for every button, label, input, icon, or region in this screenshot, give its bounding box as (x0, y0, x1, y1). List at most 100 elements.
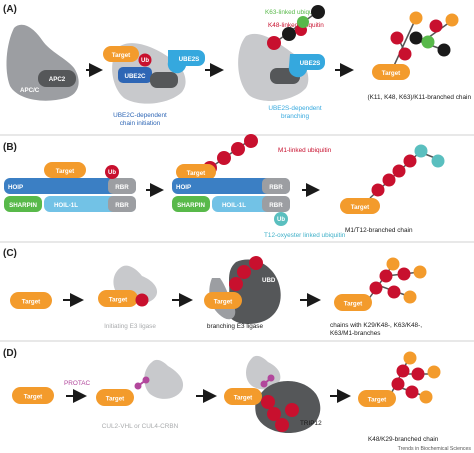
t12-label: T12-oxyester linked ubiquitin (264, 232, 346, 239)
ubd-label: UBD (262, 277, 276, 284)
ub-b3-1 (371, 183, 385, 197)
ub-c4-3 (386, 257, 400, 271)
panel-c: (C) Target Target Initiating E3 ligase U… (3, 248, 427, 337)
panel-b-label: (B) (3, 142, 17, 153)
target-d2-label: Target (106, 396, 124, 403)
ub-c3-1 (229, 277, 243, 291)
chain-a-branch-1 (391, 17, 417, 71)
ub-a4-8 (445, 13, 459, 27)
sharpin-b2-label: SHARPIN (177, 202, 205, 209)
caption-cul-e3: CUL2-VHL or CUL4-CRBN (102, 423, 179, 430)
sharpin-b1 (4, 196, 42, 212)
target-c3 (204, 292, 242, 309)
ub-b1 (105, 165, 119, 179)
hoip-b1-label: HOIP (8, 184, 23, 191)
ub-c4-2 (379, 269, 393, 283)
target-a2 (103, 46, 139, 62)
dark-subunit-a2 (150, 72, 178, 88)
apc-c-complex (6, 24, 79, 101)
target-c4-label: Target (344, 301, 362, 308)
caption-branching-e3: branching E3 ligase (207, 323, 264, 330)
cul-e3 (144, 359, 184, 399)
target-c4 (334, 294, 372, 311)
ube2c-label: UBE2C (125, 73, 147, 80)
hoip-b2 (172, 178, 290, 194)
ub-b3-4 (403, 154, 417, 168)
ub-a2-label: Ub (141, 58, 149, 64)
ub-d3-3 (275, 418, 289, 432)
ub-b1-label: Ub (108, 170, 116, 176)
apc-c-complex-3 (238, 33, 309, 102)
ub-c4-7 (403, 290, 417, 304)
ub-d3-2 (267, 407, 281, 421)
hoil-b2-label: HOIL-1L (222, 202, 246, 209)
ub-a4-2 (390, 31, 404, 45)
target-c3-label: Target (214, 299, 232, 306)
k48-label: K48-linked ubiquitin (268, 22, 324, 29)
ub-d4-3 (403, 351, 417, 365)
target-b3-label: Target (351, 204, 369, 211)
ub-a3-k63 (297, 16, 309, 28)
target-c1-label: Target (22, 299, 40, 306)
target-a4-label: Target (382, 70, 400, 77)
ub-d4-1 (391, 377, 405, 391)
target-b1 (44, 162, 86, 178)
panel-a: (A) APC2 APC/C Target Ub UBE2C UBE2S UBE… (3, 4, 471, 127)
m1-label: M1-linked ubiquitin (278, 147, 332, 154)
result-c-2: K63/M1-branches (330, 330, 380, 337)
apc-c-label: APC/C (20, 87, 40, 94)
trip12-label: TRIP12 (300, 420, 322, 427)
ub-a4-7 (429, 19, 443, 33)
result-b: M1/T12-branched chain (345, 227, 413, 234)
ub-c3-2 (237, 265, 251, 279)
sharpin-b2 (172, 196, 210, 212)
target-d3-label: Target (234, 395, 252, 402)
ub-a4-6 (409, 11, 423, 25)
rbr-b2 (262, 178, 290, 194)
ube2s-enzyme-a2 (167, 50, 205, 74)
m1-chain (209, 139, 251, 169)
ub-t12-label: Ub (277, 217, 285, 223)
apc2-subunit (38, 70, 76, 87)
rbr-b1b (108, 196, 136, 212)
result-c-1: chains with K29/K48-, K63/K48-, (330, 322, 422, 329)
ub-c4-4 (397, 267, 411, 281)
ub-d3-4 (285, 403, 299, 417)
hoip-b1 (4, 178, 136, 194)
panel-d-label: (D) (3, 348, 17, 359)
caption-branching-2: branching (281, 113, 310, 120)
ub-a3-3 (311, 5, 325, 19)
target-b1-label: Target (56, 168, 74, 175)
target-c2-label: Target (109, 297, 127, 304)
k63-label: K63-linked ubiquitin (265, 9, 321, 16)
ub-b2-2 (217, 151, 231, 165)
ub-a4-4 (421, 35, 435, 49)
target-b3 (340, 198, 380, 214)
caption-initiation-1: UBE2C-dependent (113, 112, 167, 119)
apc2-label: APC2 (49, 76, 66, 83)
panel-b: (B) Target HOIP RBR Ub SHARPIN HOIL-1L R… (3, 134, 445, 239)
ub-b2-3 (231, 142, 245, 156)
ube2s-label-a2: UBE2S (179, 56, 200, 63)
ub-d4-7 (419, 390, 433, 404)
panel-c-label: (C) (3, 248, 17, 259)
ube2s-enzyme-a3 (288, 54, 325, 78)
ub-c4-5 (413, 265, 427, 279)
ube2c-enzyme (118, 67, 152, 83)
ub-a4-5 (437, 43, 451, 57)
rbr-b1-label: RBR (115, 184, 129, 191)
result-a: (K11, K48, K63)/K11-branched chain (368, 94, 472, 101)
panel-d: (D) Target PROTAC Target CUL2-VHL or CUL… (3, 348, 471, 452)
protac-d2-b (142, 376, 150, 384)
ub-d4-5 (427, 365, 441, 379)
target-c2 (98, 290, 138, 307)
ub-c4-6 (387, 285, 401, 299)
target-b2 (176, 164, 216, 180)
ub-a3-2 (282, 27, 296, 41)
ub-d4-2 (396, 364, 410, 378)
rbr-b2-label: RBR (269, 184, 283, 191)
ub-a4-1 (398, 47, 412, 61)
rbr-b2b (262, 196, 290, 212)
caption-branching-1: UBE2S-dependent (268, 105, 322, 112)
target-d1-label: Target (24, 394, 42, 401)
